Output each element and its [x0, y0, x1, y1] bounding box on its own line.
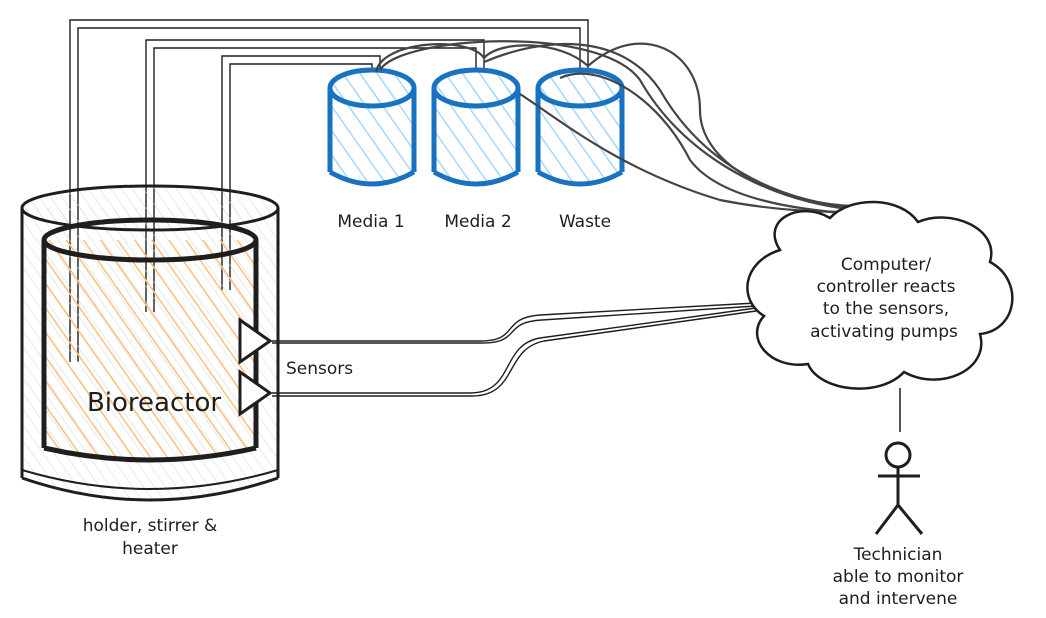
sensor-lower: [238, 369, 273, 417]
bottle-waste: Waste: [535, 67, 625, 232]
technician-label-line3: and intervene: [839, 589, 958, 609]
holder-label-line1: holder, stirrer &: [83, 516, 218, 536]
technician-label-line1: Technician: [853, 545, 943, 565]
sensor-triangle-icon: [238, 317, 273, 365]
sensors-label: Sensors: [286, 359, 353, 379]
controller-cloud: Computer/ controller reacts to the senso…: [746, 200, 1014, 390]
sensor-upper: [238, 317, 273, 365]
holder-label-line2: heater: [122, 539, 178, 559]
technician-label-line2: able to monitor: [833, 567, 964, 587]
bottle-media-1: Media 1: [327, 67, 417, 232]
bioreactor-vessel: Bioreactor: [41, 217, 259, 463]
controller-text-line3: to the sensors,: [823, 299, 949, 319]
bottle-icon: [535, 67, 625, 187]
bottle-label: Media 1: [337, 212, 404, 232]
controller-text-line2: controller reacts: [817, 277, 956, 297]
bioreactor-label: Bioreactor: [87, 388, 221, 418]
bottle-icon: [327, 67, 417, 187]
sensor-wires: [272, 302, 757, 397]
bottle-label: Waste: [559, 212, 611, 232]
bottle-icon: [431, 67, 521, 187]
control-wires: [374, 40, 857, 216]
bottle-label: Media 2: [444, 212, 511, 232]
controller-text-line1: Computer/: [841, 255, 932, 275]
controller-text-line4: activating pumps: [810, 322, 958, 342]
stick-figure-icon: [874, 441, 924, 535]
bottle-media-2: Media 2: [431, 67, 521, 232]
cloud-icon: [746, 200, 1014, 390]
sensor-triangle-icon: [238, 369, 273, 417]
